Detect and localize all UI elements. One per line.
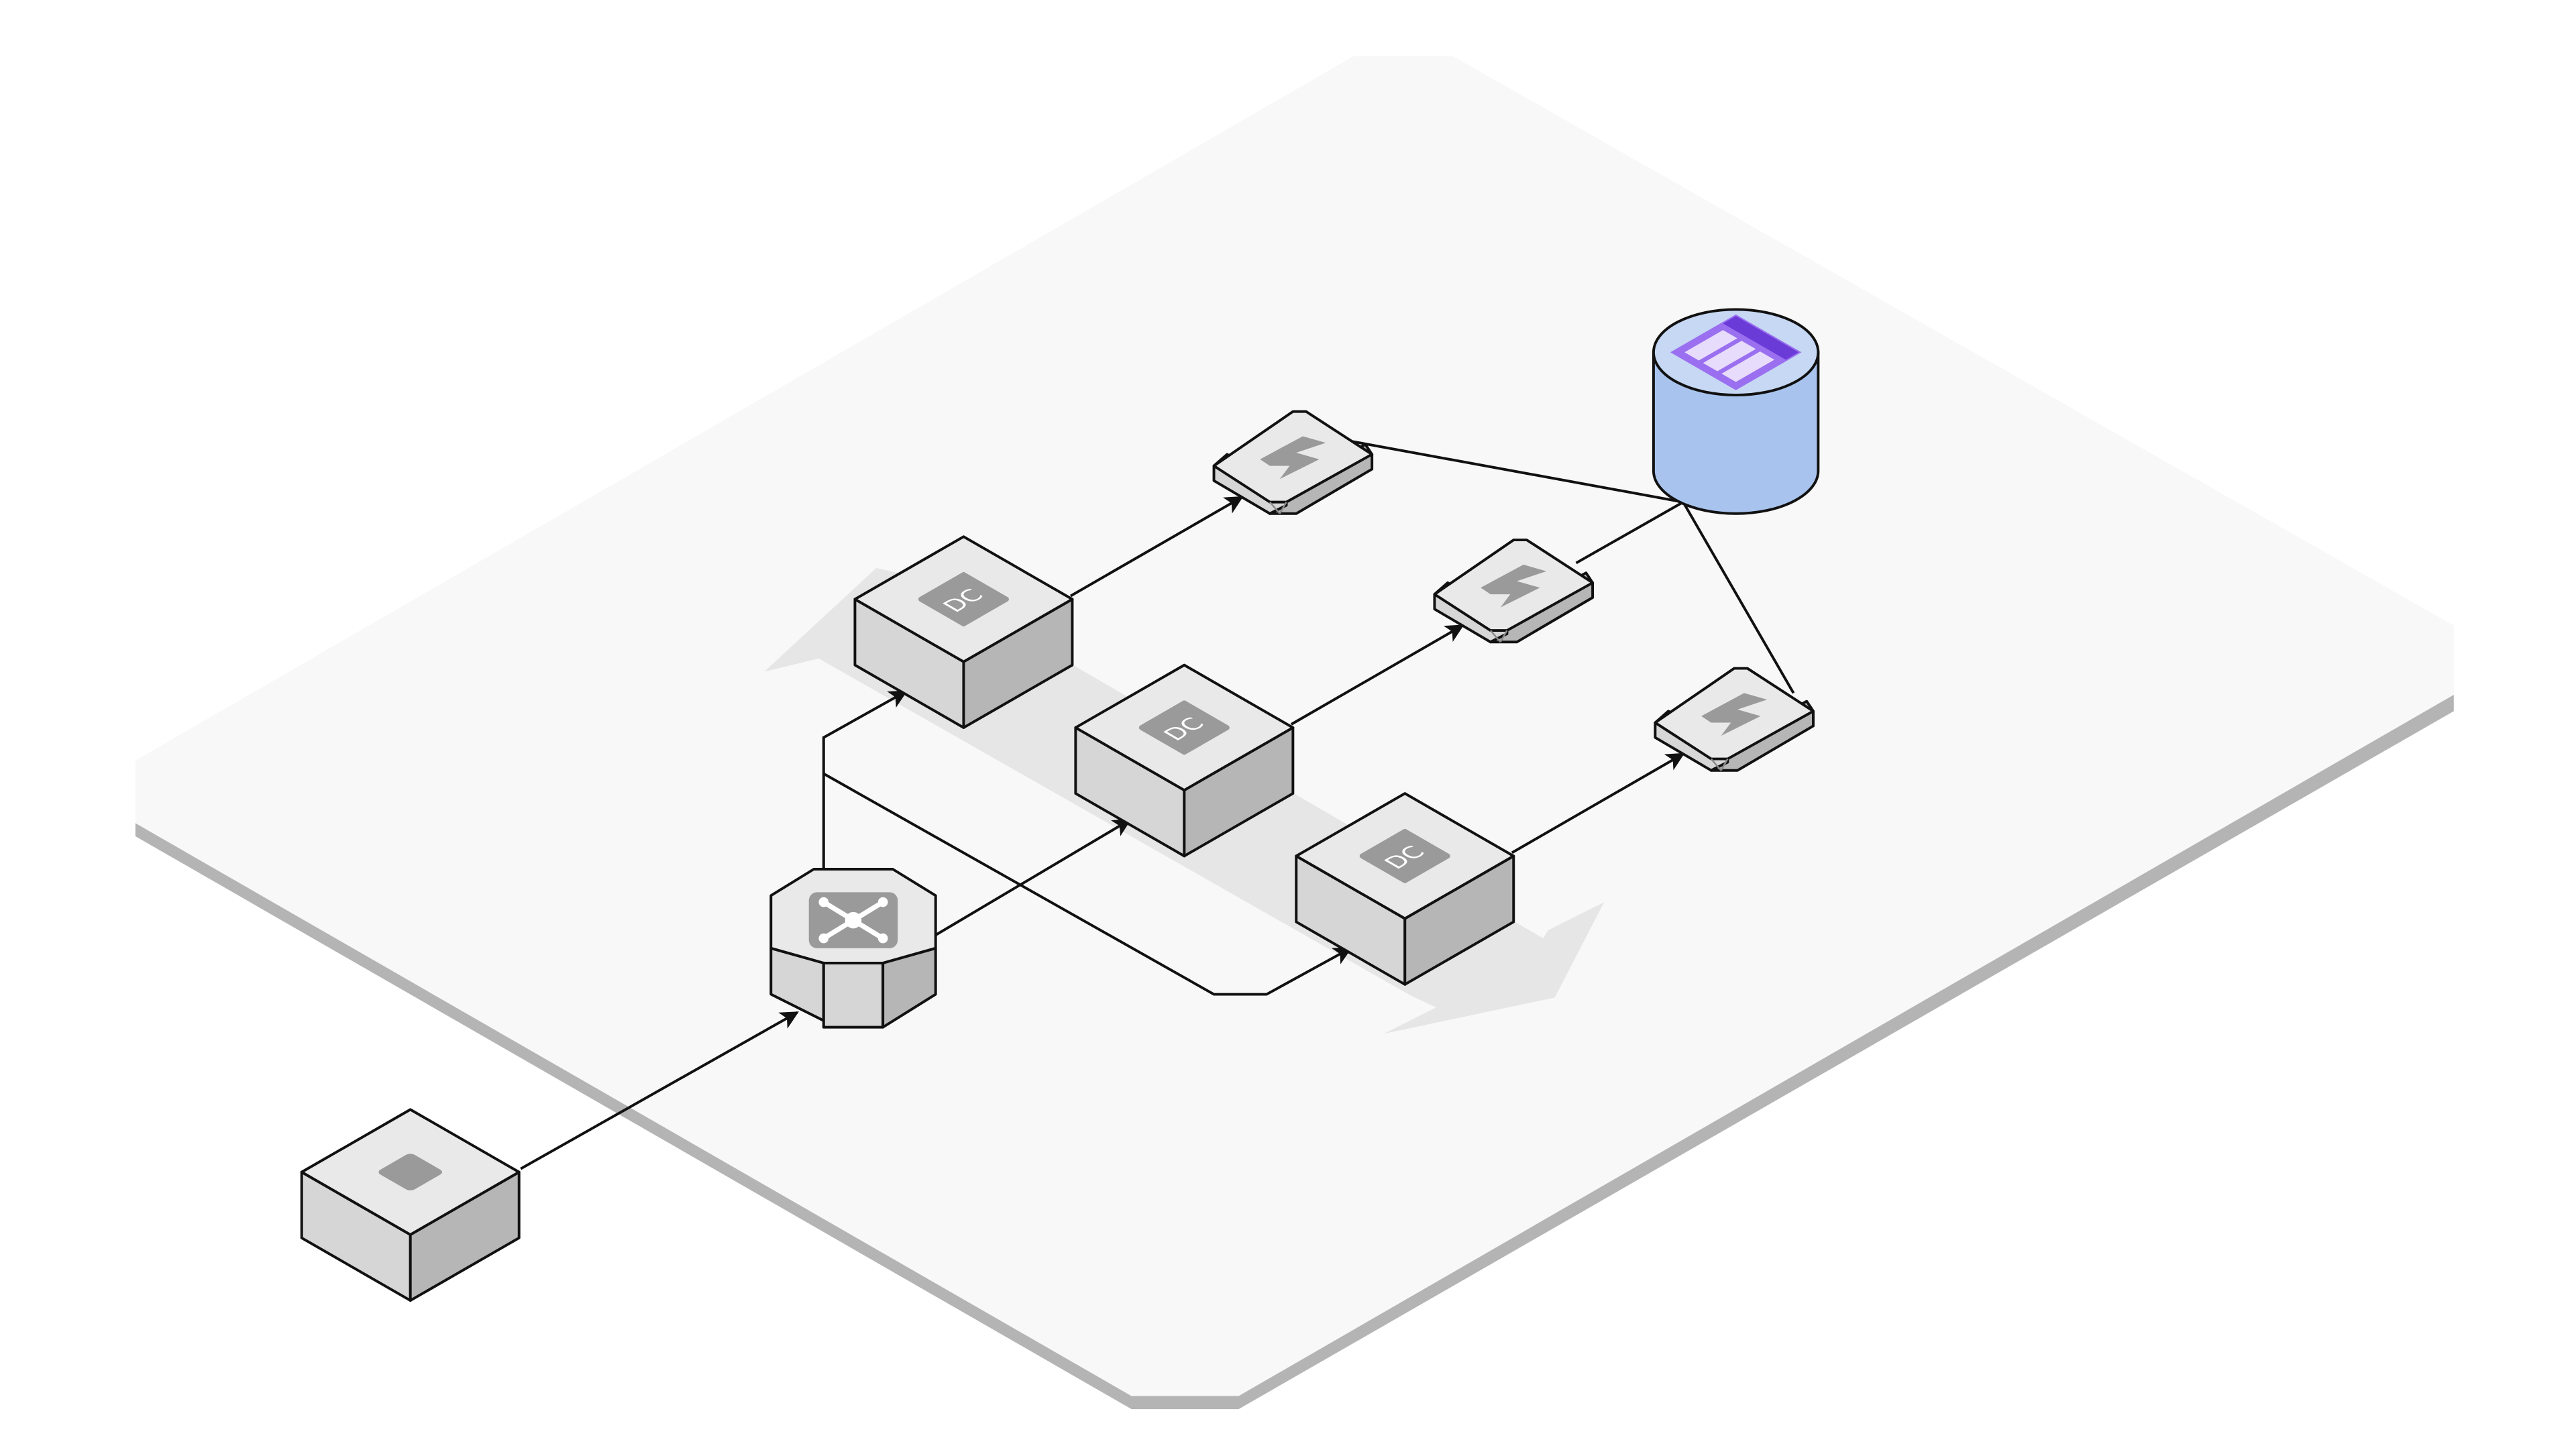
edge-fn-2-to-database: [1575, 500, 1684, 565]
edge-dc-2-to-fn-2: [1290, 624, 1464, 726]
edge-fn-3-to-database: [1682, 501, 1795, 694]
database-body: [1652, 351, 1820, 515]
node-database[interactable]: [1652, 308, 1820, 515]
node-fn-3[interactable]: [1654, 667, 1815, 772]
node-dc-1[interactable]: DC: [853, 535, 1074, 729]
edge-hub-to-dc-3: [822, 772, 1352, 996]
hub-front-face: [822, 961, 885, 1029]
dc-badge-icon: DC: [1359, 828, 1450, 883]
table-icon: [1670, 314, 1802, 390]
node-fn-1[interactable]: [1212, 410, 1374, 515]
user-icon: [378, 1154, 443, 1190]
dc-badge-icon: DC: [918, 571, 1009, 626]
network-hub-icon: [808, 892, 898, 948]
edge-dc-1-to-fn-1: [1070, 496, 1244, 598]
connectors: [520, 439, 1795, 1170]
edge-hub-to-dc-2: [934, 818, 1132, 936]
nodes-layer: DC DC DC: [300, 308, 1820, 1302]
platform: [135, 56, 2454, 1410]
lightning-icon: [1260, 436, 1326, 480]
node-fn-2[interactable]: [1433, 539, 1595, 644]
node-user[interactable]: [300, 1108, 521, 1302]
platform-surface: [135, 56, 2454, 1396]
lightning-icon: [1701, 693, 1768, 736]
dc-badge-icon: DC: [1138, 700, 1230, 755]
node-dc-2[interactable]: DC: [1074, 663, 1295, 858]
edge-fn-1-to-database: [1350, 439, 1684, 504]
edge-dc-3-to-fn-3: [1511, 752, 1685, 854]
node-dc-3[interactable]: DC: [1295, 792, 1515, 986]
lightning-icon: [1481, 564, 1547, 608]
node-hub[interactable]: [769, 868, 937, 1029]
edge-user-to-hub: [520, 1011, 799, 1170]
